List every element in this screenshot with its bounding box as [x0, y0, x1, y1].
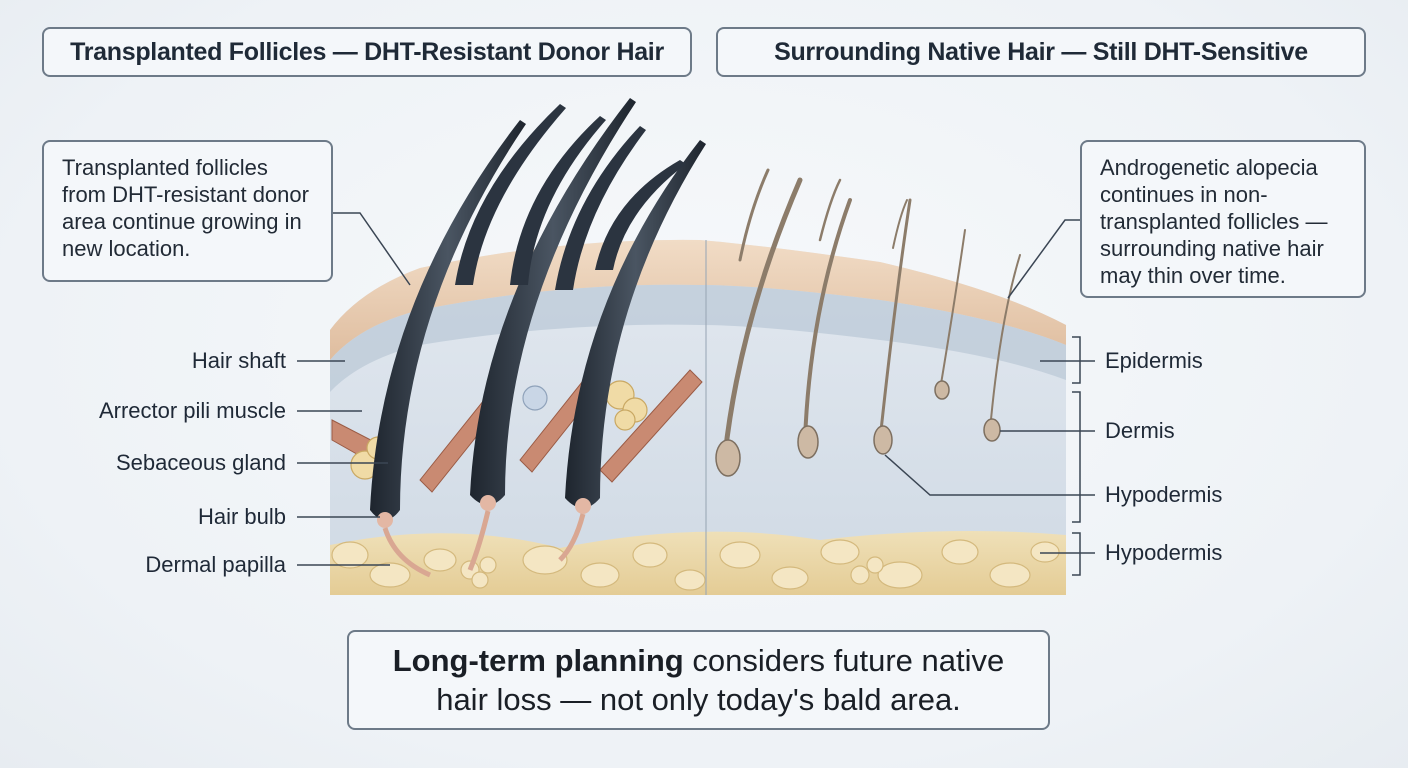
label-hypodermis-lower: Hypodermis: [1105, 540, 1222, 566]
footer-line-2: hair loss — not only today's bald area.: [436, 680, 961, 719]
label-sebaceous-gland: Sebaceous gland: [116, 450, 286, 476]
label-dermis: Dermis: [1105, 418, 1175, 444]
footer-line-1-rest: considers future native: [684, 643, 1005, 678]
label-arrector-pili: Arrector pili muscle: [99, 398, 286, 424]
footer-summary: Long-term planning considers future nati…: [347, 630, 1050, 730]
label-hair-bulb: Hair bulb: [198, 504, 286, 530]
footer-emphasis: Long-term planning: [393, 643, 684, 678]
label-dermal-papilla: Dermal papilla: [145, 552, 286, 578]
label-epidermis: Epidermis: [1105, 348, 1203, 374]
label-hair-shaft: Hair shaft: [192, 348, 286, 374]
footer-line-1: Long-term planning considers future nati…: [393, 641, 1005, 680]
label-hypodermis-upper: Hypodermis: [1105, 482, 1222, 508]
